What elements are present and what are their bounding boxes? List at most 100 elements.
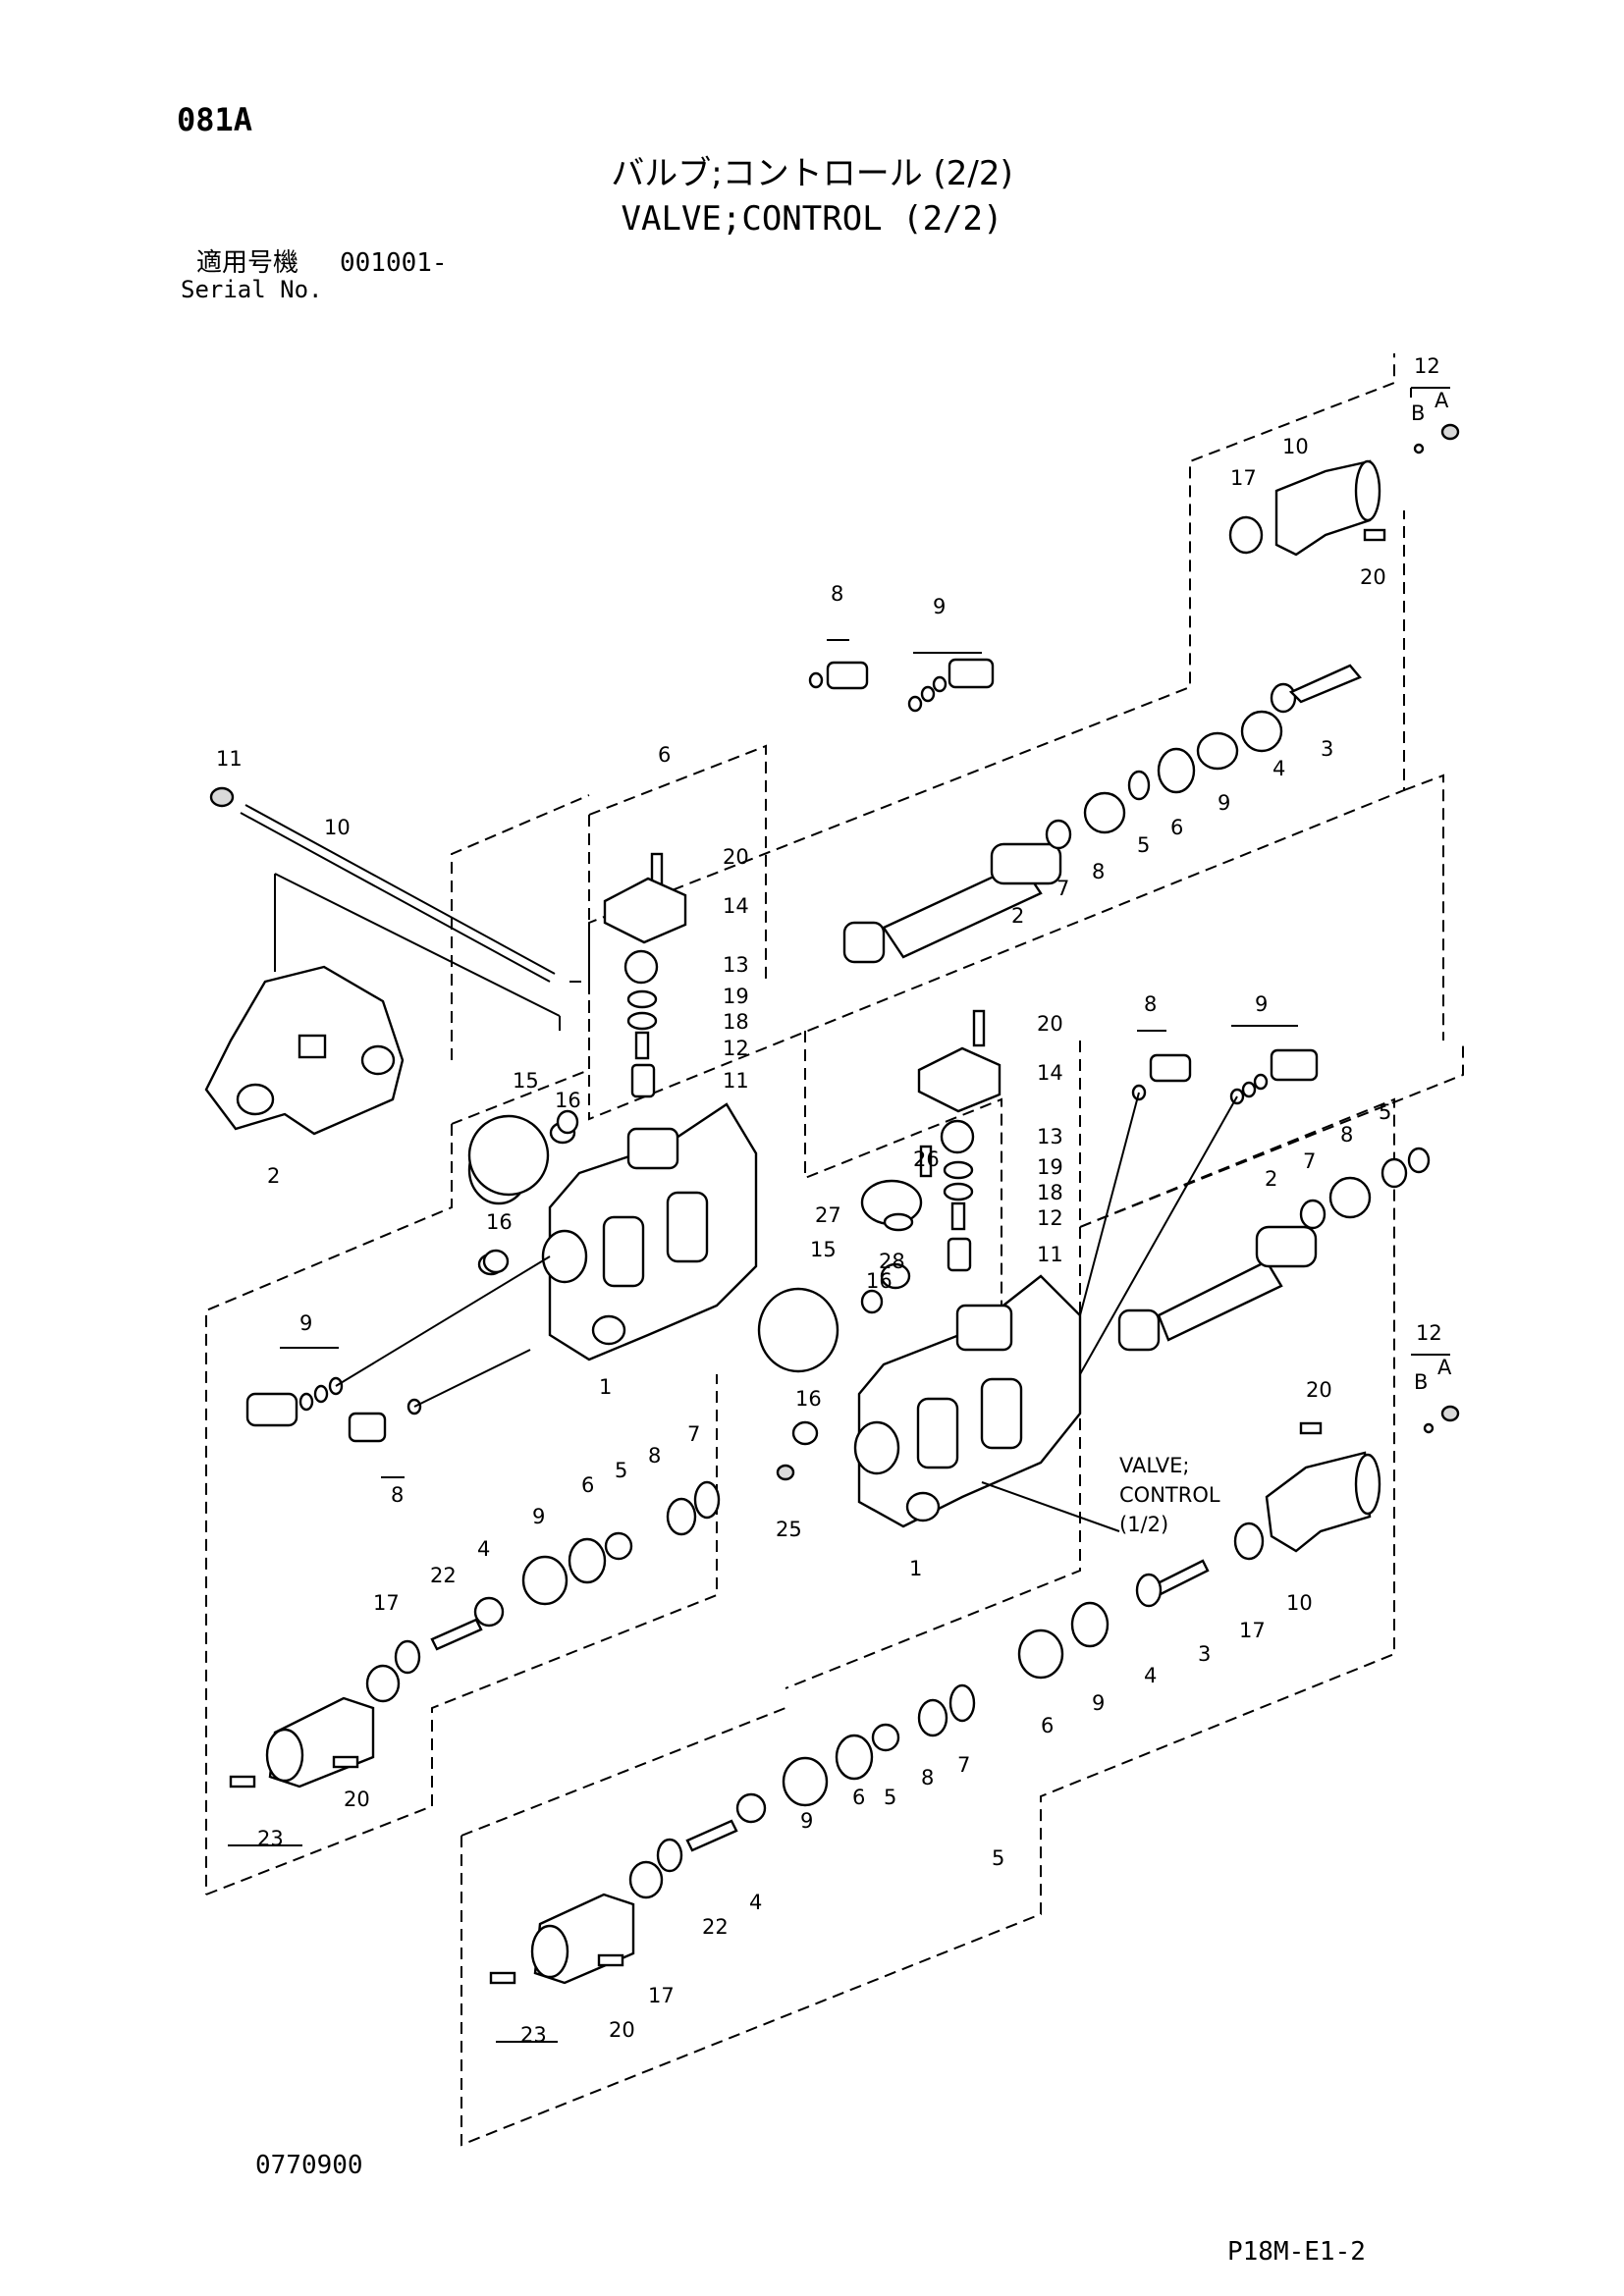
callout-4: 4: [1272, 757, 1285, 780]
callout-7: 7: [957, 1753, 970, 1777]
callout-6: 6: [581, 1473, 594, 1497]
callout-B: B: [1411, 401, 1425, 425]
callout-20: 20: [1037, 1012, 1063, 1036]
callout-16: 16: [486, 1210, 513, 1234]
callout-8: 8: [1144, 992, 1157, 1016]
callout-20: 20: [723, 845, 749, 869]
serial-label-japanese: 適用号機: [196, 248, 299, 278]
callout-20: 20: [344, 1788, 370, 1811]
callout-19: 19: [723, 985, 749, 1008]
cap-assembly-left: [603, 852, 687, 1098]
callout-2: 2: [267, 1164, 280, 1188]
callout-9: 9: [532, 1505, 545, 1528]
seals-left: [467, 1109, 579, 1274]
callout-17: 17: [1230, 466, 1257, 490]
callout-14: 14: [1037, 1061, 1063, 1085]
callout-18: 18: [1037, 1181, 1063, 1204]
callout-16: 16: [795, 1387, 822, 1411]
plugs-left: [245, 1255, 551, 1443]
callout-6: 6: [1041, 1714, 1054, 1737]
callout-20: 20: [1306, 1378, 1332, 1402]
spool-upper: [842, 664, 1362, 964]
callout-18: 18: [723, 1010, 749, 1034]
callout-9: 9: [1255, 992, 1268, 1016]
callout-9: 9: [299, 1311, 312, 1335]
callout-4: 4: [1144, 1664, 1157, 1687]
callout-22: 22: [702, 1915, 729, 1939]
spool-right: [1117, 1147, 1431, 1352]
reference-note-line1: VALVE;: [1119, 1454, 1190, 1477]
callout-20: 20: [609, 2018, 635, 2042]
callout-10: 10: [1282, 435, 1309, 458]
upper-section-outline: [569, 353, 1464, 1229]
callout-3: 3: [1198, 1642, 1211, 1666]
callout-1: 1: [599, 1375, 612, 1399]
callout-A: A: [1437, 1356, 1452, 1379]
reference-note-line3: (1/2): [1119, 1513, 1168, 1536]
callout-8: 8: [648, 1444, 661, 1468]
plugs-upper: [808, 658, 995, 713]
callout-A: A: [1435, 389, 1449, 412]
serial-value: 001001-: [340, 248, 448, 278]
callout-8: 8: [391, 1483, 404, 1507]
solenoid-upper: [1228, 423, 1460, 557]
callout-11: 11: [216, 747, 243, 771]
callout-5: 5: [615, 1459, 627, 1482]
callout-numbers: 11 10 2 6 20 14 13 19 18 12 11 15 16 16 …: [216, 354, 1452, 2047]
callout-9: 9: [800, 1809, 813, 1833]
callout-15: 15: [513, 1069, 539, 1093]
callout-15: 15: [810, 1238, 837, 1261]
callout-12: 12: [1037, 1206, 1063, 1230]
spool-left-lower: [229, 1480, 721, 1789]
callout-27: 27: [815, 1203, 841, 1227]
callout-2: 2: [1265, 1167, 1277, 1191]
callout-5: 5: [884, 1786, 896, 1809]
callout-7: 7: [1056, 877, 1069, 900]
end-cover: [204, 873, 561, 1136]
callout-7: 7: [1303, 1149, 1316, 1173]
callout-28: 28: [879, 1250, 905, 1273]
left-section-outline: [205, 744, 767, 1896]
callout-5: 5: [1137, 833, 1150, 857]
spool-right-mid: [1017, 1559, 1210, 1680]
callout-23: 23: [520, 2023, 547, 2047]
callout-16: 16: [555, 1089, 581, 1112]
callout-6: 6: [852, 1786, 865, 1809]
callout-20: 20: [1360, 565, 1386, 589]
callout-8: 8: [831, 582, 843, 606]
callout-9: 9: [1092, 1691, 1105, 1715]
sheet-code: P18M-E1-2: [1227, 2237, 1366, 2267]
callout-9: 9: [1218, 791, 1230, 815]
callout-4: 4: [749, 1891, 762, 1914]
callout-9: 9: [933, 595, 946, 618]
callout-19: 19: [1037, 1155, 1063, 1179]
callout-17: 17: [373, 1591, 400, 1615]
valve-body-right: [757, 1179, 1082, 1528]
callout-10: 10: [1286, 1591, 1313, 1615]
callout-13: 13: [723, 953, 749, 977]
callout-8: 8: [921, 1766, 934, 1789]
title-english: VALVE;CONTROL (2/2): [621, 199, 1003, 239]
callout-5: 5: [992, 1846, 1004, 1870]
callout-14: 14: [723, 894, 749, 918]
title-japanese: バルブ;コントロール (2/2): [611, 154, 1013, 193]
drawing-number: 0770900: [255, 2151, 363, 2180]
callout-13: 13: [1037, 1125, 1063, 1148]
serial-label-english: Serial No.: [181, 276, 323, 303]
callout-12: 12: [1416, 1321, 1442, 1345]
reference-note-line2: CONTROL: [1119, 1483, 1220, 1507]
callout-B: B: [1414, 1370, 1428, 1394]
callout-12: 12: [1414, 354, 1440, 378]
callout-11: 11: [723, 1069, 749, 1093]
callout-22: 22: [430, 1564, 457, 1587]
callout-16: 16: [866, 1269, 893, 1293]
solenoid-right: [1233, 1405, 1460, 1561]
callout-17: 17: [648, 1984, 675, 2007]
callout-5: 5: [1379, 1100, 1391, 1124]
callout-12: 12: [723, 1037, 749, 1060]
callout-1: 1: [909, 1557, 922, 1580]
callout-3: 3: [1321, 737, 1333, 761]
spool-lower: [489, 1683, 976, 1985]
callout-25: 25: [776, 1518, 802, 1541]
